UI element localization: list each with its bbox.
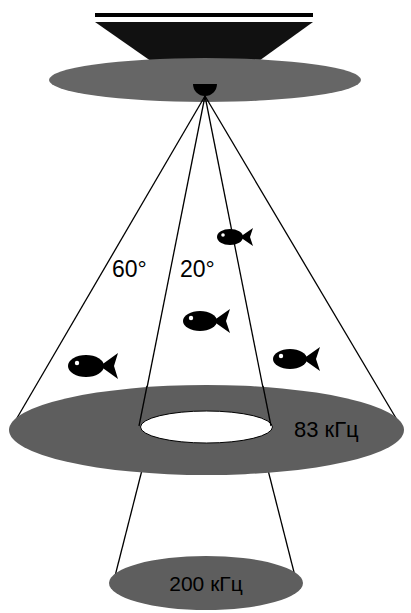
beam-60-line [205,96,403,430]
fish-icon [183,309,230,333]
fish-icon [217,228,253,246]
beam-60-line [10,96,205,430]
fish-icon [68,353,118,379]
frequency-label: 200 кГц [169,573,242,594]
water-surface [49,58,361,102]
transducer [193,84,217,96]
angle-label: 20° [180,258,215,281]
angle-label: 60° [112,258,147,281]
beam-20-line [205,96,271,428]
deck-line [95,13,313,17]
frequency-ring-83: 83 кГц [8,384,405,476]
frequency-label: 83 кГц [294,419,359,441]
frequency-disc-200: 200 кГц [108,555,304,611]
fish-icon [273,347,320,371]
